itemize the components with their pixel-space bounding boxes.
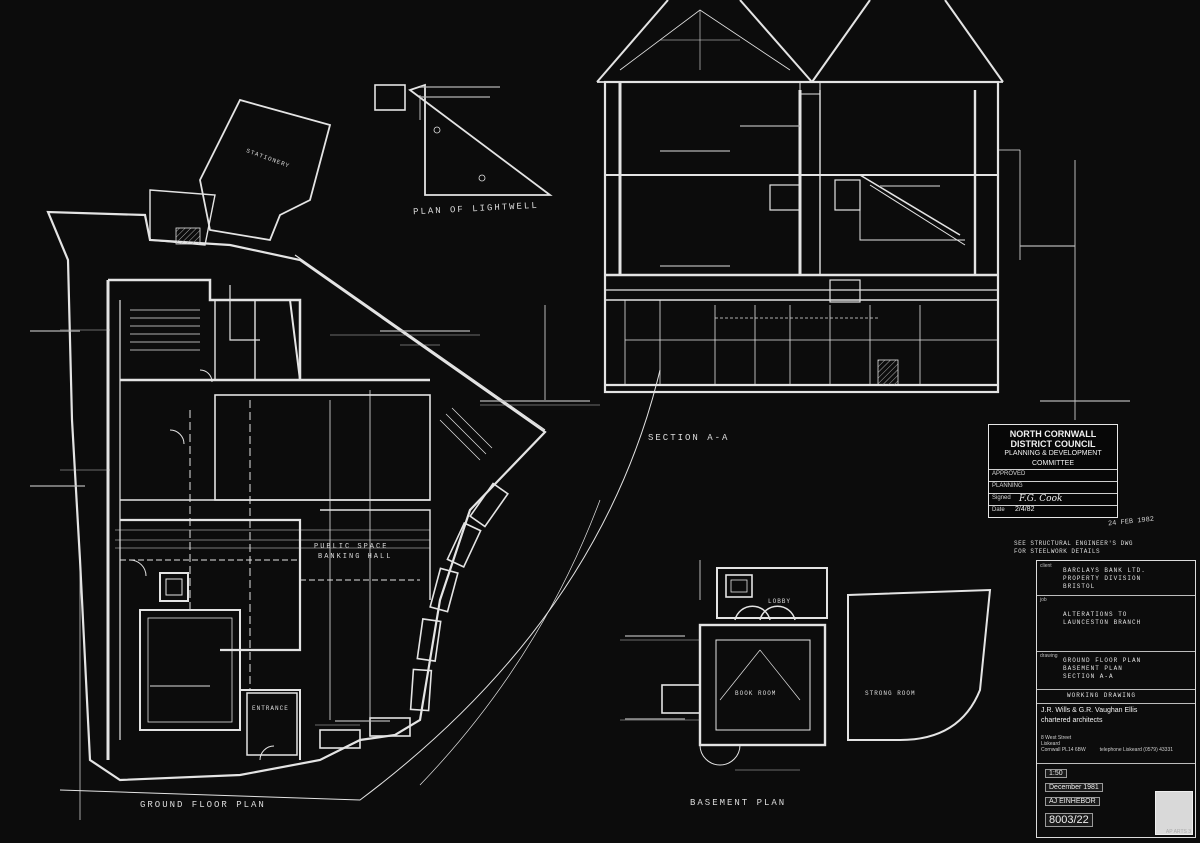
annotation-note [660,265,730,267]
details-cell: 1:50 December 1981 AJ EINHEBOR 8003/22 [1037,763,1155,835]
lightwell-plan [374,83,553,196]
date-value: December 1981 [1045,783,1103,792]
annotation-note [625,635,685,637]
annotation-note [335,720,390,722]
annotation-note [380,330,470,332]
basement-plan [661,560,992,766]
job-tag: job [1040,597,1047,603]
scale-value: 1:50 [1045,769,1067,778]
drawn-by-value: AJ EINHEBOR [1045,797,1100,806]
stamp-approved-label: APPROVED [992,471,1026,477]
firm-logo [1155,791,1193,835]
room-label-entrance: ENTRANCE [252,705,289,712]
room-label-lobby: LOBBY [768,598,792,605]
architect-cell: J.R. Wills & G.R. Vaughan Ellis chartere… [1037,703,1195,764]
drawing-status: WORKING DRAWING [1067,692,1137,699]
annotation-note [30,330,80,332]
stamp-date-row: Date 2/4/82 [989,505,1117,517]
drawing-cell: drawing GROUND FLOOR PLAN BASEMENT PLAN … [1037,651,1195,690]
ground-floor-plan [46,98,661,820]
committee-name-2: COMMITTEE [1032,460,1074,467]
annotation-note [150,685,210,687]
ground-floor-plan-title: GROUND FLOOR PLAN [140,800,266,810]
annotation-note [1020,245,1075,247]
annotation-note [420,96,490,98]
basement-plan-title: BASEMENT PLAN [690,798,787,808]
annotation-note [625,718,685,720]
stamp-signed-label: Signed [992,495,1011,501]
job-title: ALTERATIONS TO LAUNCESTON BRANCH [1063,611,1142,626]
client-tag: client [1040,563,1052,569]
council-name-2: DISTRICT COUNCIL [1010,439,1096,449]
status-cell: WORKING DRAWING [1037,689,1195,704]
stamp-date-label: Date [992,507,1005,513]
title-block: client BARCLAYS BANK LTD. PROPERTY DIVIS… [1036,560,1196,838]
client-cell: client BARCLAYS BANK LTD. PROPERTY DIVIS… [1037,561,1195,596]
room-label-book-room: BOOK ROOM [735,690,777,697]
drawing-number: 8003/22 [1045,813,1093,827]
annotation-note [480,400,590,402]
room-label-public-space: PUBLIC SPACE [314,543,389,551]
architects-address: 8 West Street Liskeard Cornwall PL14 6BW… [1041,735,1174,753]
council-approval-stamp: NORTH CORNWALL DISTRICT COUNCIL PLANNING… [988,424,1118,518]
annotation-note [420,86,500,88]
room-label-banking-hall: BANKING HALL [318,553,393,561]
architects-desc: chartered architects [1041,717,1103,724]
annotation-note [660,150,730,152]
stamp-signed-row: Signed F.G. Cook [989,493,1117,505]
structural-note-text: SEE STRUCTURAL ENGINEER'S DWG FOR STEELW… [1014,540,1133,555]
architects-name: J.R. Wills & G.R. Vaughan Ellis [1041,707,1138,714]
annotation-note [880,185,940,187]
drawing-tag: drawing [1040,653,1058,659]
annotation-note [740,125,800,127]
stamp-approved-row: APPROVED [989,469,1117,481]
section-aa [544,0,1076,420]
stamp-date-value: 2/4/82 [1015,506,1035,513]
stamp-signature: F.G. Cook [1019,494,1063,504]
stamp-planning-row: PLANNING [989,481,1117,493]
structural-engineer-note: SEE STRUCTURAL ENGINEER'S DWG FOR STEELW… [1014,540,1133,556]
committee-name: PLANNING & DEVELOPMENT [1004,450,1102,457]
council-name: NORTH CORNWALL [1009,429,1097,439]
drawing-title: GROUND FLOOR PLAN BASEMENT PLAN SECTION … [1063,657,1142,680]
job-cell: job ALTERATIONS TO LAUNCESTON BRANCH [1037,595,1195,652]
annotation-leaders [60,329,800,771]
annotation-note [30,485,85,487]
sheet-reference: AP ARTS 3 [1165,829,1191,835]
stamp-planning-label: PLANNING [992,483,1023,489]
client-name: BARCLAYS BANK LTD. PROPERTY DIVISION BRI… [1063,567,1146,590]
section-aa-title: SECTION A-A [648,433,730,443]
room-label-strong-room: STRONG ROOM [865,690,916,697]
annotation-note [1040,400,1130,402]
